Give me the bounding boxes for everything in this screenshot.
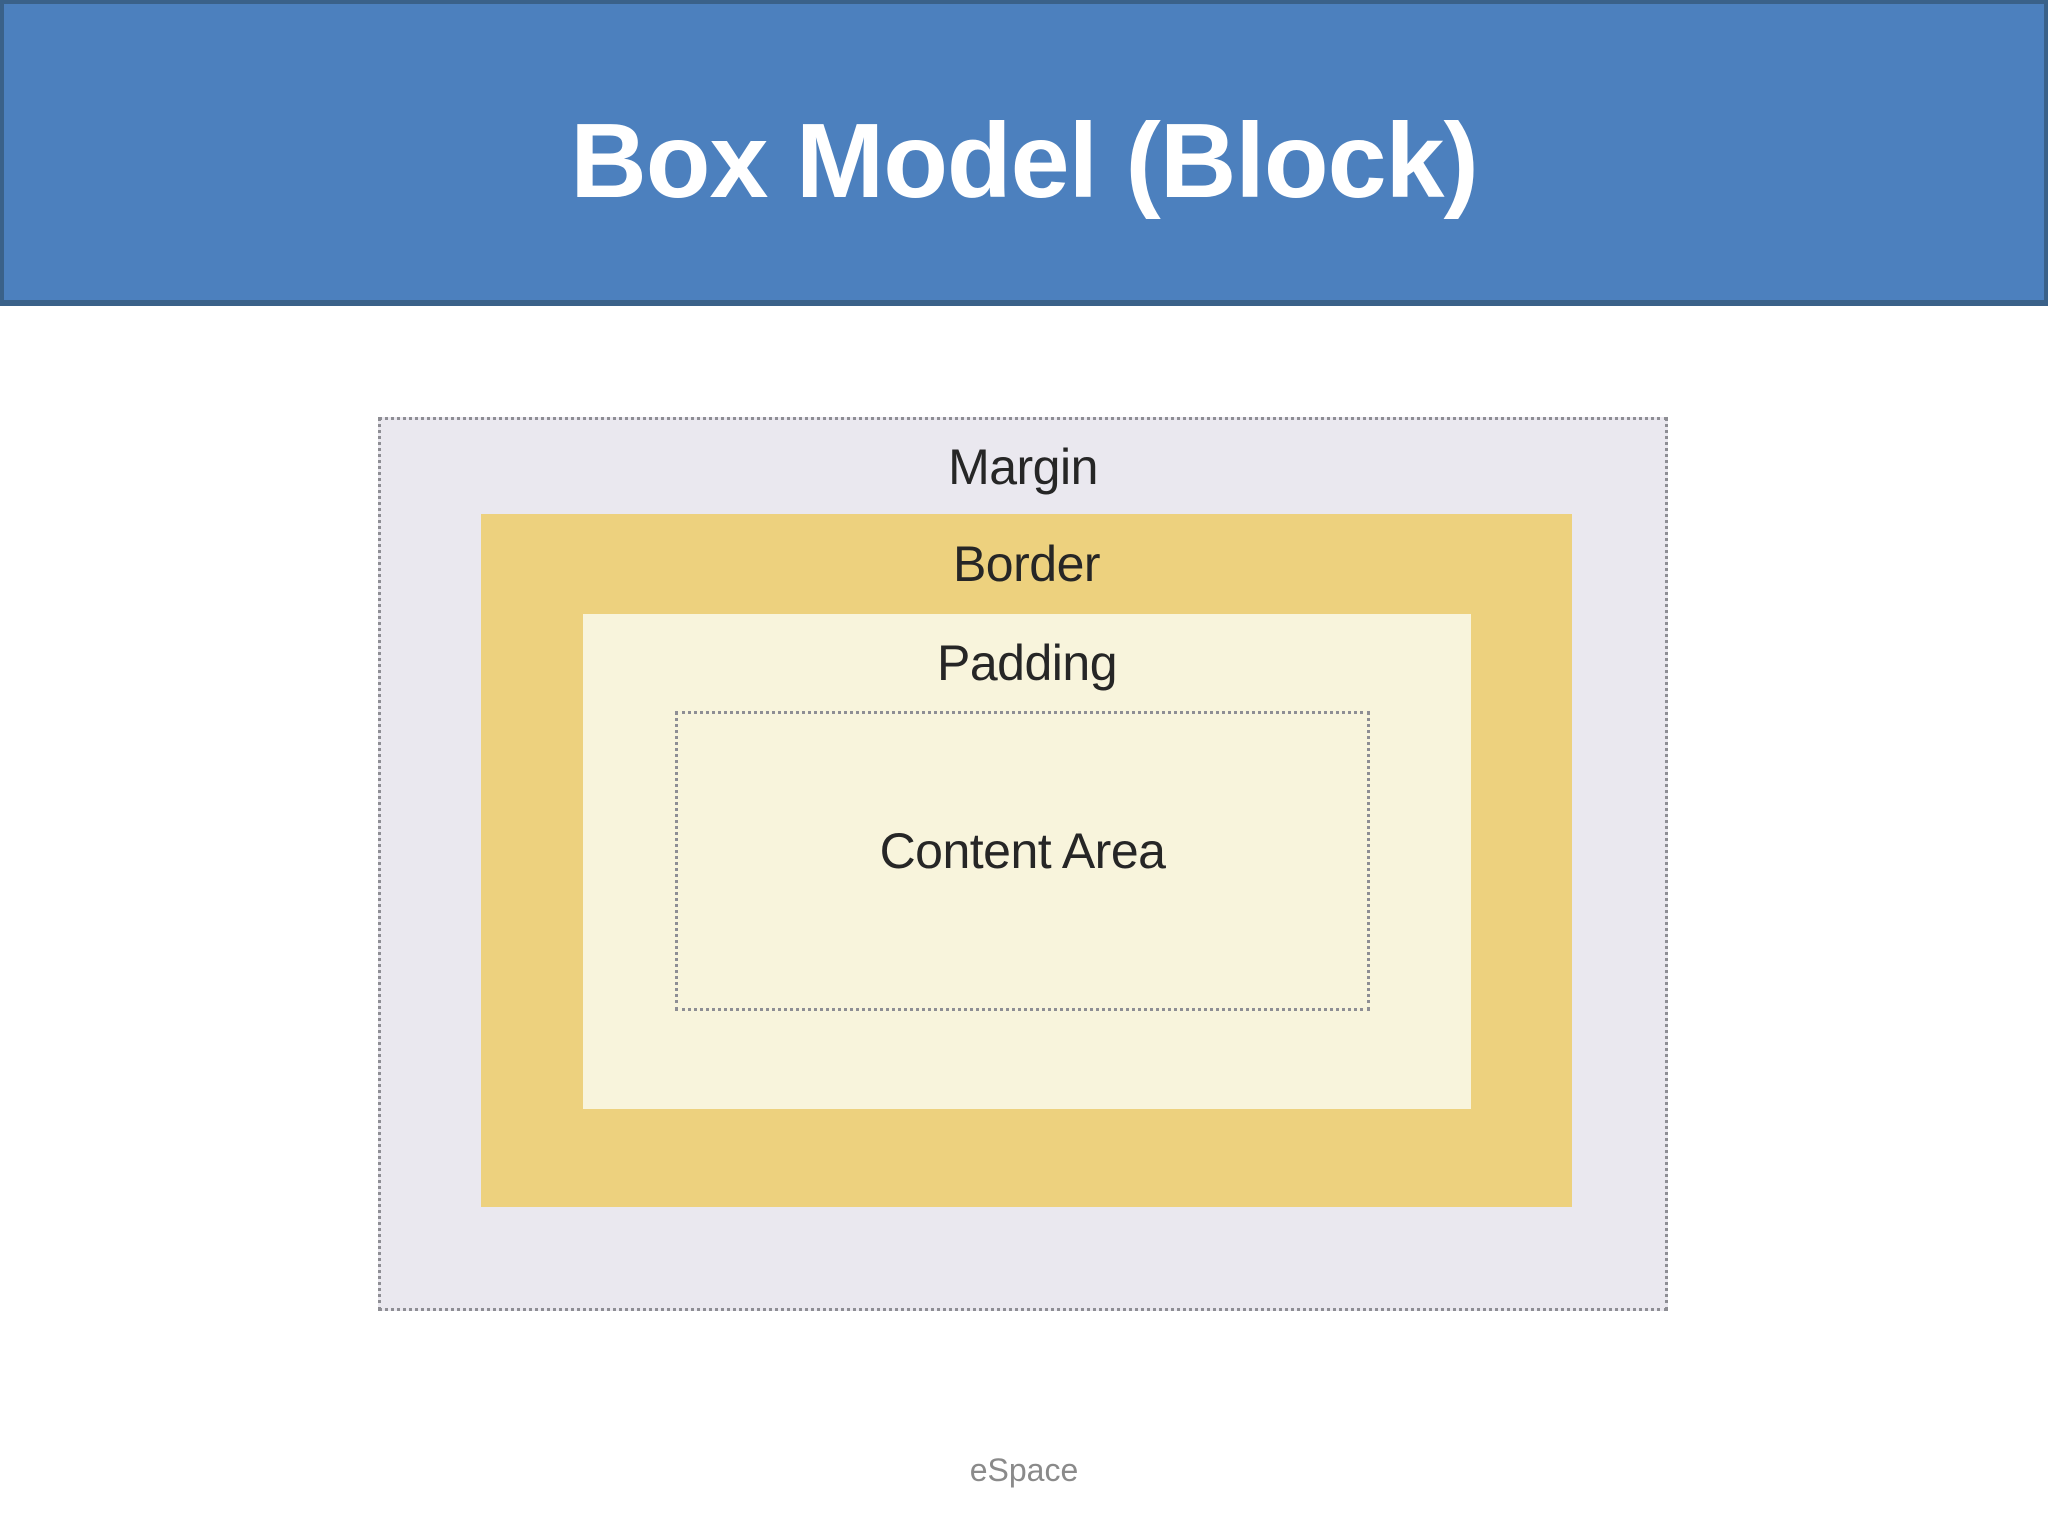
content-area-label: Content Area — [879, 823, 1166, 879]
page-title: Box Model (Block) — [570, 101, 1479, 220]
padding-box: Padding Content Area — [583, 614, 1471, 1109]
border-box: Border Padding Content Area — [481, 514, 1572, 1207]
footer-text: eSpace — [969, 1451, 1079, 1488]
border-label: Border — [952, 536, 1101, 592]
padding-label: Padding — [937, 634, 1118, 691]
margin-label: Margin — [948, 439, 1098, 495]
content-area-box: Content Area — [675, 711, 1370, 1011]
box-model-diagram-margin-box: Margin Border Padding Content Area — [378, 417, 1668, 1311]
title-banner: Box Model (Block) — [0, 0, 2048, 306]
